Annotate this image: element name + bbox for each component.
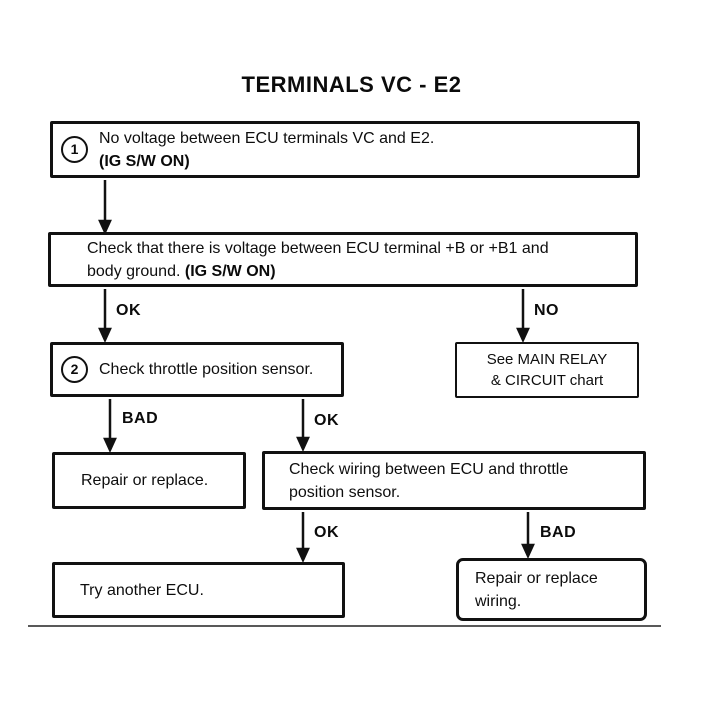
flow-box-check-wiring-text: Check wiring between ECU and throttle po… bbox=[289, 460, 569, 501]
flow-box-repair-replace-text: Repair or replace. bbox=[81, 472, 209, 489]
step-number-1-badge: 1 bbox=[61, 136, 88, 163]
flow-box-repair-wiring-text: Repair or replace wiring. bbox=[475, 569, 598, 610]
arrowhead-ok-1 bbox=[98, 327, 112, 344]
ig-sw-on-note: (IG S/W ON) bbox=[99, 152, 190, 170]
flow-box-check-wiring: Check wiring between ECU and throttle po… bbox=[262, 451, 646, 510]
flow-box-check-voltage: Check that there is voltage between ECU … bbox=[48, 232, 638, 287]
flow-box-step2-text: Check throttle position sensor. bbox=[99, 361, 314, 378]
arrowhead-ok-3 bbox=[296, 547, 310, 564]
flow-box-repair-replace: Repair or replace. bbox=[52, 452, 246, 509]
edge-label-ok-2: OK bbox=[314, 412, 339, 429]
flow-box-main-relay: See MAIN RELAY & CIRCUIT chart bbox=[455, 342, 639, 398]
flow-box-try-ecu-text: Try another ECU. bbox=[80, 581, 204, 599]
arrowhead-bad-2 bbox=[521, 543, 535, 560]
flow-box-step1: 1 No voltage between ECU terminals VC an… bbox=[50, 121, 640, 178]
edge-label-no-1: NO bbox=[534, 302, 559, 319]
edge-label-ok-1: OK bbox=[116, 302, 141, 319]
flow-box-repair-wiring: Repair or replace wiring. bbox=[456, 558, 647, 621]
flow-box-try-ecu: Try another ECU. bbox=[52, 562, 345, 618]
page-title: TERMINALS VC - E2 bbox=[241, 72, 462, 97]
arrowhead-ok-2 bbox=[296, 436, 310, 453]
edge-label-ok-3: OK bbox=[314, 524, 339, 541]
step-number-2-badge: 2 bbox=[61, 356, 88, 383]
ig-sw-on-note: (IG S/W ON) bbox=[184, 262, 276, 280]
arrowhead-no-1 bbox=[516, 327, 530, 344]
flow-box-check-voltage-text: Check that there is voltage between ECU … bbox=[87, 239, 549, 280]
arrowhead-bad-1 bbox=[103, 437, 117, 454]
flow-box-step2: 2 Check throttle position sensor. bbox=[50, 342, 344, 397]
edge-label-bad-2: BAD bbox=[540, 524, 577, 541]
arrowhead-step1 bbox=[98, 219, 112, 236]
flow-box-main-relay-text: See MAIN RELAY & CIRCUIT chart bbox=[486, 351, 608, 389]
flow-box-step1-text: No voltage between ECU terminals VC and … bbox=[99, 127, 625, 173]
edge-label-bad-1: BAD bbox=[122, 410, 159, 427]
